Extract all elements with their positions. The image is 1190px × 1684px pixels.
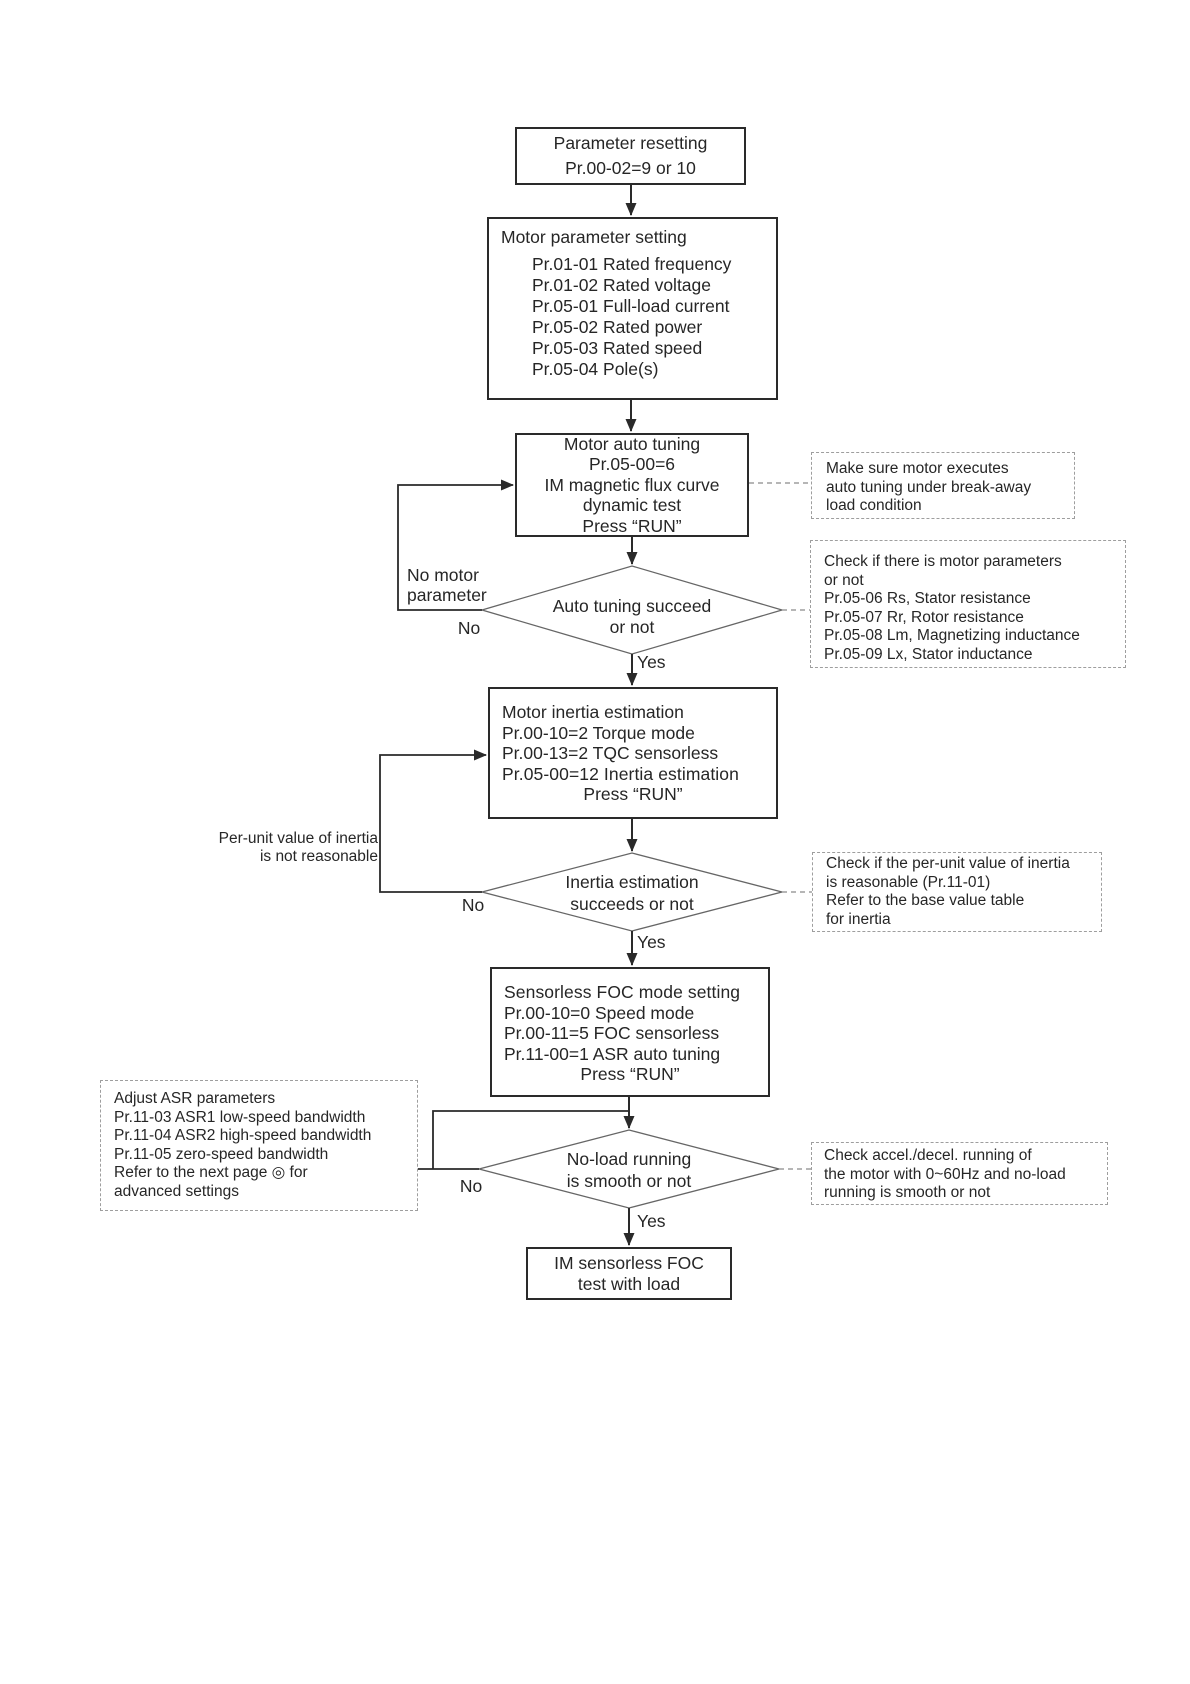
decision-no-load-text: No-load running is smooth or not — [504, 1149, 754, 1192]
text-line: auto tuning under break-away — [826, 478, 1032, 496]
text-line: is not reasonable — [259, 847, 378, 865]
text-line: is smooth or not — [566, 1170, 692, 1191]
text-line: Auto tuning succeed — [552, 596, 712, 616]
text-line: Pr.05-00=6 — [588, 454, 676, 475]
text-line: Pr.05-02 Rated power — [532, 316, 703, 337]
decision-inertia-text: Inertia estimation succeeds or not — [507, 872, 757, 915]
text-line: Pr.11-04 ASR2 high-speed bandwidth — [114, 1127, 372, 1144]
node-im-sensorless-foc-test: IM sensorless FOC test with load — [526, 1247, 732, 1300]
text-line: or not — [609, 616, 655, 637]
text-line: is reasonable (Pr.11-01) — [826, 873, 991, 891]
label-yes-auto-tuning: Yes — [637, 652, 666, 672]
loop-line-no-load-return — [432, 1110, 629, 1169]
parameter-list: Pr.01-01 Rated frequency Pr.01-02 Rated … — [532, 254, 776, 380]
label-no-auto-tuning: No — [457, 618, 481, 638]
text-line: Pr.00-10=0 Speed mode — [504, 1002, 695, 1023]
text-line: Check if the per-unit value of inertia — [826, 855, 1070, 872]
text-line: Press “RUN” — [582, 515, 682, 536]
text-line: advanced settings — [114, 1182, 239, 1200]
text-line: or not — [824, 571, 864, 589]
text-line: for inertia — [826, 910, 891, 928]
text-line: Pr.05-03 Rated speed — [532, 337, 703, 358]
text-line: Pr.00-13=2 TQC sensorless — [502, 743, 719, 763]
text-line: Pr.05-01 Full-load current — [532, 295, 730, 316]
label-no-inertia: No — [461, 895, 485, 915]
text-line: Press “RUN” — [583, 784, 683, 804]
text-line: dynamic test — [582, 495, 682, 516]
text-line: Pr.11-00=1 ASR auto tuning — [504, 1043, 721, 1064]
text-line: Pr.00-02=9 or 10 — [565, 158, 696, 178]
text-line: Motor inertia estimation — [502, 702, 684, 722]
text-line: IM magnetic flux curve — [544, 474, 720, 495]
text-line: Pr.05-07 Rr, Rotor resistance — [824, 608, 1024, 626]
text-line: IM sensorless FOC — [554, 1252, 704, 1273]
loop-line-no-auto-tuning — [397, 479, 514, 611]
label-no-motor-parameter: No motor parameter — [407, 565, 527, 605]
text-line: test with load — [577, 1273, 681, 1294]
text-line: succeeds or not — [570, 893, 694, 914]
text-line: Pr.05-09 Lx, Stator inductance — [824, 645, 1033, 663]
node-motor-parameter-setting: Motor parameter setting Pr.01-01 Rated f… — [487, 217, 778, 400]
text-line: Press “RUN” — [580, 1064, 680, 1084]
label-yes-no-load: Yes — [637, 1211, 666, 1231]
text-line: running is smooth or not — [824, 1184, 991, 1201]
text-line: load condition — [826, 497, 922, 514]
node-motor-auto-tuning: Motor auto tuning Pr.05-00=6 IM magnetic… — [515, 433, 749, 537]
text-line: Pr.11-05 zero-speed bandwidth — [114, 1145, 329, 1163]
text-line: Pr.00-10=2 Torque mode — [502, 722, 695, 743]
text-line: Pr.05-06 Rs, Stator resistance — [824, 590, 1031, 607]
text-line: Refer to the base value table — [826, 892, 1025, 909]
text-line: Pr.05-04 Pole(s) — [532, 358, 659, 379]
text-line: Pr.01-02 Rated voltage — [532, 274, 712, 295]
text-line: Inertia estimation — [565, 872, 699, 892]
text-line: Sensorless FOC mode setting — [504, 982, 741, 1002]
label-inertia-not-reasonable: Per-unit value of inertia is not reasona… — [176, 830, 378, 865]
node-parameter-resetting: Parameter resetting Pr.00-02=9 or 10 — [515, 127, 746, 185]
node-title: Motor parameter setting — [501, 227, 687, 247]
text-line: Check accel./decel. running of — [824, 1147, 1032, 1164]
text-line: No-load running — [566, 1149, 692, 1169]
text-line: No motor — [407, 565, 479, 585]
note-check-motor-parameters: Check if there is motor parameters or no… — [810, 540, 1126, 668]
loop-line-no-inertia — [379, 749, 487, 893]
text-line: Pr.01-01 Rated frequency — [532, 253, 732, 274]
node-motor-inertia-estimation: Motor inertia estimation Pr.00-10=2 Torq… — [488, 687, 778, 819]
decision-auto-tuning-text: Auto tuning succeed or not — [507, 596, 757, 637]
text-line: Pr.11-03 ASR1 low-speed bandwidth — [114, 1108, 366, 1126]
text-line: the motor with 0~60Hz and no-load — [824, 1165, 1066, 1183]
note-check-accel-decel: Check accel./decel. running of the motor… — [811, 1142, 1108, 1205]
note-break-away-load: Make sure motor executes auto tuning und… — [811, 452, 1075, 519]
text-line: Make sure motor executes — [826, 460, 1009, 477]
text-line: Check if there is motor parameters — [824, 553, 1062, 570]
text-line: Per-unit value of inertia — [218, 830, 378, 847]
label-no-no-load: No — [459, 1176, 483, 1196]
text-line: Pr.00-11=5 FOC sensorless — [504, 1023, 720, 1043]
text-line: Motor auto tuning — [563, 433, 701, 454]
node-sensorless-foc-setting: Sensorless FOC mode setting Pr.00-10=0 S… — [490, 967, 770, 1097]
text-line: Pr.05-08 Lm, Magnetizing inductance — [824, 627, 1080, 644]
label-yes-inertia: Yes — [637, 932, 666, 952]
note-check-inertia-value: Check if the per-unit value of inertia i… — [812, 852, 1102, 932]
note-adjust-asr-parameters: Adjust ASR parameters Pr.11-03 ASR1 low-… — [100, 1080, 418, 1211]
text-line: Adjust ASR parameters — [114, 1090, 276, 1107]
text-line: parameter — [407, 585, 487, 605]
text-line: Parameter resetting — [553, 133, 708, 153]
text-line: Pr.05-00=12 Inertia estimation — [502, 763, 739, 784]
text-line: Refer to the next page ◎ for — [114, 1164, 308, 1181]
